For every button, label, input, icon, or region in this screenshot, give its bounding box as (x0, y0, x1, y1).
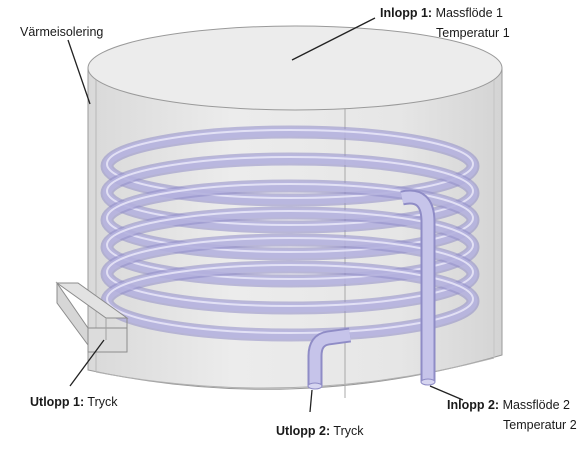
inlet1-label: Inlopp 1: Massflöde 1 (380, 6, 503, 21)
coil-turn-highlight (106, 183, 474, 253)
tank-top (87, 25, 503, 111)
leader-lines (67, 17, 464, 413)
tank-bottom-edge (95, 357, 495, 389)
outlet1-leader (69, 339, 105, 387)
outlet1-box-front (87, 327, 128, 353)
inlet1-name: Inlopp 1: (380, 6, 433, 20)
pipes (307, 189, 436, 390)
outlet2-pressure: Tryck (333, 424, 364, 438)
inlet1-leader (291, 17, 376, 61)
coil-turn-highlight (106, 156, 474, 226)
outlet2-leader (309, 389, 313, 413)
inlet1-flow: Massflöde 1 (435, 6, 503, 20)
outlet2-pipe-end (307, 382, 323, 390)
coil (100, 125, 480, 342)
coil-turn-highlight (106, 129, 474, 199)
inlet2-temp-label: Temperatur 2 (503, 418, 577, 432)
outlet2-label: Utlopp 2: Tryck (276, 424, 364, 439)
outlet1-pressure: Tryck (87, 395, 118, 409)
inlet2-pipe-end (420, 378, 436, 386)
inlet1-temp-label: Temperatur 1 (436, 26, 510, 40)
insulation-label: Värmeisolering (20, 25, 104, 39)
outlet1-label: Utlopp 1: Tryck (30, 395, 118, 410)
coil-turn-highlight (106, 264, 474, 334)
inlet2-label: Inlopp 2: Massflöde 2 (447, 398, 570, 413)
outlet2-pipe-fill (309, 329, 351, 386)
inlet2-name: Inlopp 2: (447, 398, 500, 412)
coil-turn-highlight (106, 210, 474, 280)
outlet2-name: Utlopp 2: (276, 424, 331, 438)
outlet1-box (55, 281, 129, 353)
coil-turn-highlight (106, 237, 474, 307)
inlet2-leader (429, 385, 464, 401)
insulation-leader (67, 39, 91, 105)
outlet1-name: Utlopp 1: (30, 395, 85, 409)
inlet2-pipe-fill (400, 191, 434, 382)
inlet2-flow: Massflöde 2 (502, 398, 570, 412)
